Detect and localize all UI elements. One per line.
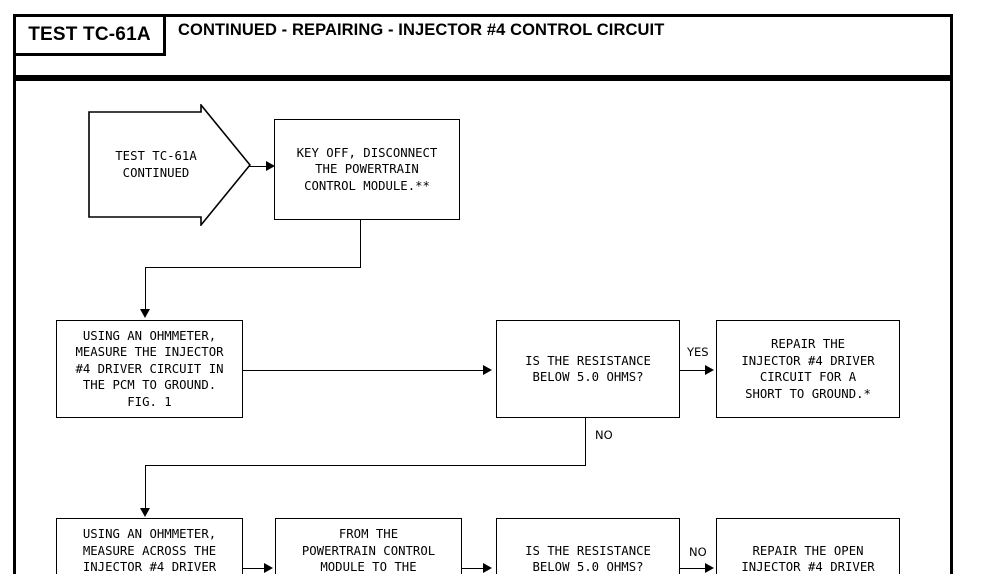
connector-no-1-down	[585, 418, 586, 466]
connector-keyoff-left	[145, 267, 361, 268]
connector-across-to-frompcm	[243, 568, 267, 569]
box-resistance-question-1-text: IS THE RESISTANCE BELOW 5.0 OHMS?	[525, 353, 651, 385]
box-measure-to-ground: USING AN OHMMETER, MEASURE THE INJECTOR …	[56, 320, 243, 418]
connector-yes-1	[680, 370, 708, 371]
arrowhead-into-keyoff	[266, 161, 275, 171]
box-from-pcm-to: FROM THE POWERTRAIN CONTROL MODULE TO TH…	[275, 518, 462, 574]
box-resistance-question-1: IS THE RESISTANCE BELOW 5.0 OHMS?	[496, 320, 680, 418]
connector-keyoff-down	[360, 220, 361, 268]
connector-no-1-left	[145, 465, 586, 466]
start-arrow-shape	[88, 104, 251, 226]
connector-measure-to-question1	[243, 370, 483, 371]
arrowhead-into-repair-open	[705, 563, 714, 573]
connector-start-to-keyoff	[247, 166, 269, 167]
connector-keyoff-down2	[145, 267, 146, 311]
box-measure-across-text: USING AN OHMMETER, MEASURE ACROSS THE IN…	[82, 527, 217, 574]
box-repair-open-circuit-text: REPAIR THE OPEN INJECTOR #4 DRIVER	[741, 543, 875, 574]
box-repair-short-to-ground-text: REPAIR THE INJECTOR #4 DRIVER CIRCUIT FO…	[741, 337, 875, 401]
box-from-pcm-to-text: FROM THE POWERTRAIN CONTROL MODULE TO TH…	[301, 527, 436, 574]
box-resistance-question-2-text: IS THE RESISTANCE BELOW 5.0 OHMS?	[525, 543, 651, 574]
start-shape-label: TEST TC-61A CONTINUED	[115, 149, 197, 180]
connector-no-2	[680, 568, 708, 569]
test-id-label: TEST TC-61A	[28, 24, 151, 45]
page-title: CONTINUED - REPAIRING - INJECTOR #4 CONT…	[178, 21, 665, 39]
diagram-body-frame	[13, 78, 953, 574]
arrowhead-into-measure-ground	[140, 309, 150, 318]
arrowhead-into-repair-short	[705, 365, 714, 375]
box-resistance-question-2: IS THE RESISTANCE BELOW 5.0 OHMS?	[496, 518, 680, 574]
branch-label-no-1: NO	[594, 428, 614, 442]
branch-label-yes-1: YES	[686, 345, 710, 359]
box-key-off: KEY OFF, DISCONNECT THE POWERTRAIN CONTR…	[274, 119, 460, 220]
box-key-off-text: KEY OFF, DISCONNECT THE POWERTRAIN CONTR…	[296, 145, 438, 193]
box-measure-across: USING AN OHMMETER, MEASURE ACROSS THE IN…	[56, 518, 243, 574]
connector-frompcm-to-question2	[462, 568, 486, 569]
box-repair-open-circuit: REPAIR THE OPEN INJECTOR #4 DRIVER	[716, 518, 900, 574]
connector-no-1-down2	[145, 465, 146, 510]
box-repair-short-to-ground: REPAIR THE INJECTOR #4 DRIVER CIRCUIT FO…	[716, 320, 900, 418]
arrowhead-into-question2	[483, 563, 492, 573]
arrowhead-into-from-pcm	[264, 563, 273, 573]
box-measure-to-ground-text: USING AN OHMMETER, MEASURE THE INJECTOR …	[75, 328, 224, 409]
arrowhead-into-question1	[483, 365, 492, 375]
test-id-box: TEST TC-61A	[13, 14, 166, 56]
branch-label-no-2: NO	[688, 545, 708, 559]
arrowhead-into-measure-across	[140, 508, 150, 517]
